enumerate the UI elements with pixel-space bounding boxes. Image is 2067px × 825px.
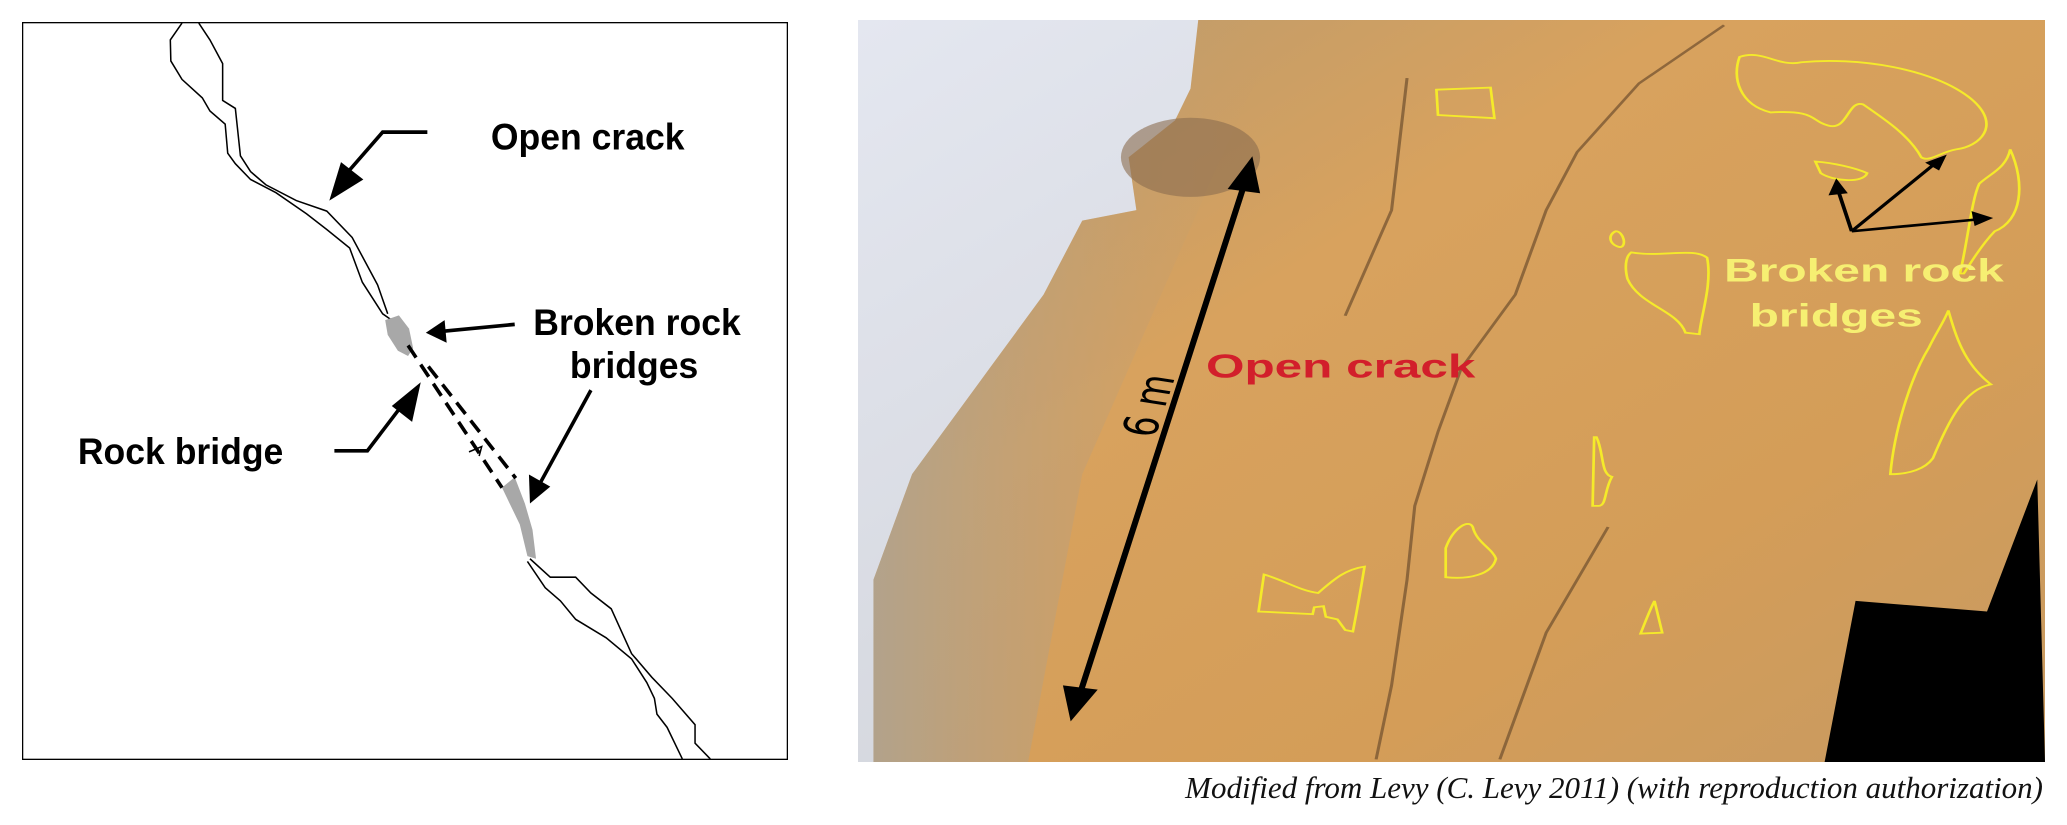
crack-lines: [169, 22, 711, 760]
bridge-pointer-arrows: [1836, 164, 1976, 233]
diagram-frame: [22, 22, 788, 760]
crack-in-rock: [1343, 24, 1726, 760]
broken-bridge-lower: [502, 477, 537, 559]
bridge-outlines: [1257, 54, 2021, 635]
scale-arrow-head-bottom: [1062, 685, 1098, 722]
label-rock-bridge: Rock bridge: [78, 430, 283, 472]
bridge-pointer-heads: [1828, 154, 1994, 226]
broken-bridge-upper: [385, 315, 414, 356]
schematic-diagram: Open crack Broken rock bridges Rock brid…: [22, 22, 788, 760]
label-broken-rock-bridges-2: bridges: [570, 344, 698, 386]
figure-caption: Modified from Levy (C. Levy 2011) (with …: [1185, 770, 2043, 805]
dark-shadow-region: [1824, 479, 2045, 762]
pointer-arrows: [334, 130, 593, 486]
label-open-crack: Open crack: [491, 116, 686, 158]
rock-face-photo: 6 m Open crack Broken rock bridges: [858, 20, 2045, 762]
photo-label-broken-2: bridges: [1750, 297, 1923, 334]
scale-arrow-head-top: [1227, 156, 1261, 194]
photo-label-open-crack: Open crack: [1206, 347, 1476, 384]
scale-arrow: [1075, 177, 1250, 700]
label-broken-rock-bridges-1: Broken rock: [533, 301, 741, 343]
rock-bridge-dashed: [406, 344, 518, 489]
photo-label-broken-1: Broken rock: [1724, 252, 2004, 289]
arrowheads: [329, 162, 551, 504]
